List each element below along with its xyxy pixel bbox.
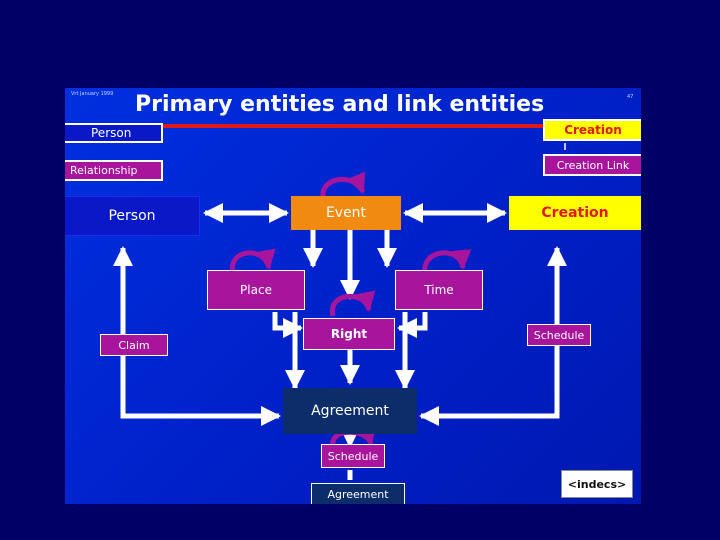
legend-creation: Creation xyxy=(543,119,641,141)
node-agreement-label: Agreement xyxy=(311,403,389,419)
legend-creation-link: Creation Link xyxy=(543,154,641,176)
node-event: Event xyxy=(291,196,401,230)
node-schedule-right-label: Schedule xyxy=(533,328,585,342)
node-agreement-bottom-label: Agreement xyxy=(327,487,389,501)
legend-relationship: Relationship xyxy=(65,160,163,181)
node-right: Right xyxy=(303,318,395,350)
node-person-label: Person xyxy=(108,208,156,224)
line-place-right xyxy=(272,312,303,338)
loop-place xyxy=(229,248,276,275)
slide-title: Primary entities and link entities xyxy=(135,92,545,117)
line-person-agreement xyxy=(113,246,281,426)
loop-right xyxy=(329,290,376,317)
line-creation-agreement xyxy=(419,246,567,426)
slide: Vrt January 1999 Primary entities and li… xyxy=(65,88,641,504)
legend-creation-link-label: Creation Link xyxy=(556,158,630,172)
node-right-label: Right xyxy=(330,327,368,341)
slide-corner-date: Vrt January 1999 xyxy=(71,91,114,97)
loop-event xyxy=(320,171,366,199)
node-agreement-bottom: Agreement xyxy=(311,483,405,504)
legend-creation-label: Creation xyxy=(564,123,622,137)
node-schedule-right: Schedule xyxy=(527,324,591,346)
node-claim-label: Claim xyxy=(118,338,150,352)
node-place-label: Place xyxy=(240,283,272,297)
node-person: Person xyxy=(65,196,200,236)
legend-person: Person xyxy=(65,123,163,143)
node-time-label: Time xyxy=(424,283,454,297)
loop-time xyxy=(422,249,472,275)
node-creation: Creation xyxy=(509,196,641,230)
legend-person-label: Person xyxy=(91,126,132,140)
node-agreement: Agreement xyxy=(283,388,417,434)
node-event-label: Event xyxy=(325,205,367,221)
node-creation-label: Creation xyxy=(541,205,609,221)
node-claim: Claim xyxy=(100,334,168,356)
indecs-logo-text: <indecs> xyxy=(567,477,627,491)
title-underline xyxy=(163,124,563,128)
legend-relationship-label: Relationship xyxy=(70,164,138,177)
node-schedule-bottom: Schedule xyxy=(321,444,385,468)
connector-lines xyxy=(113,143,567,480)
line-time-right xyxy=(397,312,428,338)
node-place: Place xyxy=(207,270,305,310)
node-schedule-bottom-label: Schedule xyxy=(327,449,379,463)
indecs-logo: <indecs> xyxy=(561,470,633,498)
page-number: 47 xyxy=(627,94,634,100)
node-time: Time xyxy=(395,270,483,310)
